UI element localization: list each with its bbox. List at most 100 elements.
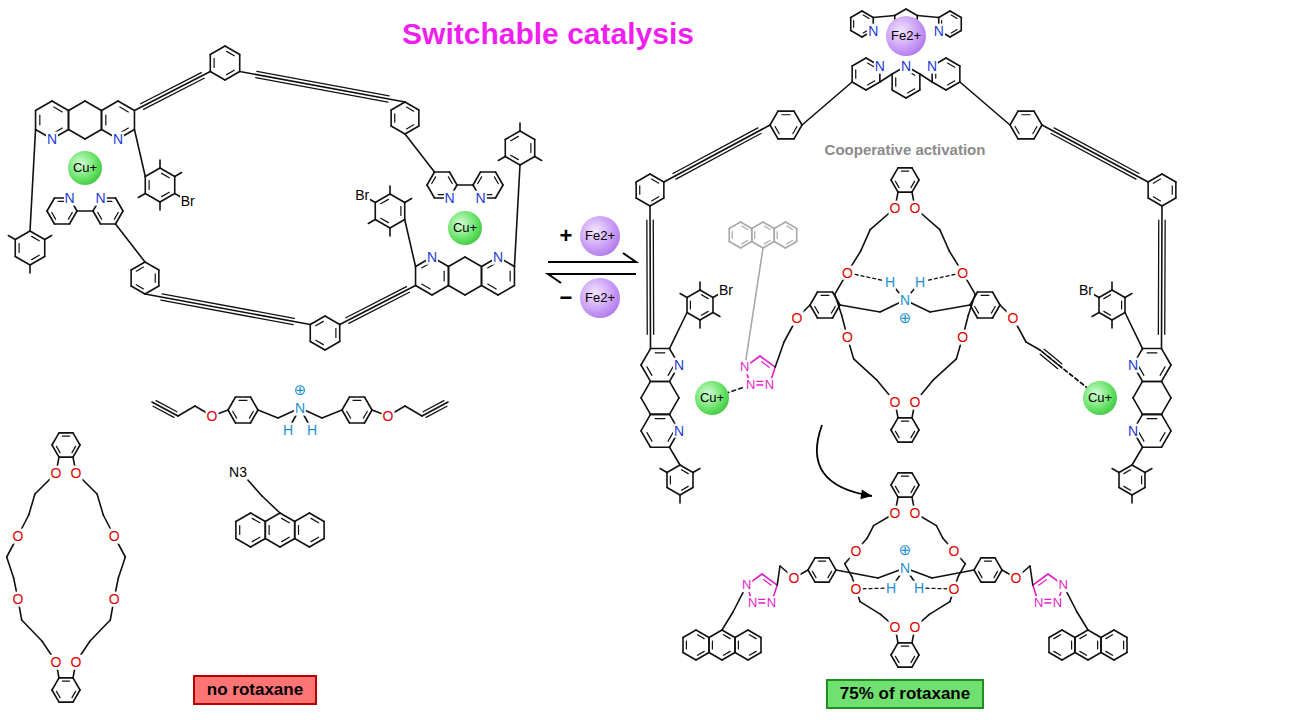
bond-line (59, 456, 73, 458)
bond-line (692, 473, 694, 488)
bond-line (247, 479, 262, 496)
bond-line (786, 222, 797, 229)
bond-line (282, 537, 290, 541)
bond-line (1147, 182, 1149, 198)
bond-line (764, 226, 770, 229)
bond-line (749, 651, 756, 655)
atom-label: N (94, 191, 106, 206)
bond-line (1106, 651, 1113, 655)
bond-line (282, 518, 290, 522)
bond-line (280, 539, 295, 548)
bond-line (257, 71, 389, 95)
charge-label: ⊕ (898, 542, 913, 558)
bond-line (375, 194, 390, 203)
atom-label: N (739, 360, 750, 374)
atom-label: N (673, 423, 685, 438)
bond-line (1111, 282, 1113, 290)
atom-label: O (948, 544, 961, 559)
bond-line (116, 211, 124, 224)
bond-line (280, 513, 295, 522)
bond-line (131, 262, 145, 270)
bond-line (309, 539, 324, 548)
bond-line (891, 418, 898, 430)
atom-label: N (900, 59, 912, 74)
copper-ion: Cu+ (695, 381, 729, 415)
bond-line (1049, 630, 1062, 638)
bond-line (52, 690, 59, 702)
bond-line (647, 367, 652, 376)
bond-line (134, 130, 145, 177)
bond-line (1039, 580, 1047, 586)
bond-line (741, 242, 752, 249)
bond-line (178, 406, 195, 416)
bond-line (101, 111, 103, 130)
bond-line (991, 306, 995, 313)
bond-line (1125, 294, 1132, 298)
bond-line (696, 653, 709, 661)
bond-line (701, 295, 708, 299)
bond-line (699, 320, 701, 328)
bond-line (52, 433, 59, 445)
bond-line (449, 286, 465, 296)
bond-line (868, 81, 875, 85)
bond-line (687, 290, 700, 298)
bond-line (808, 570, 815, 582)
dashed-bond (929, 274, 955, 280)
bond-line (708, 638, 710, 653)
atom-label: O (948, 582, 961, 597)
bond-line (1119, 465, 1132, 473)
bond-line (723, 635, 730, 639)
atom-label: N (492, 250, 504, 265)
bond-line (1124, 470, 1131, 474)
bond-line (901, 645, 908, 646)
bond-line (815, 557, 829, 559)
bond-line (323, 522, 325, 539)
bond-line (1175, 182, 1177, 198)
bond-line (405, 134, 435, 172)
bond-line (32, 236, 40, 240)
bond-line (818, 560, 825, 561)
bond-line (1088, 653, 1101, 661)
bond-line (860, 602, 881, 615)
bond-line (59, 677, 73, 679)
bond-line (641, 431, 651, 447)
bond-line (981, 557, 995, 559)
bond-line (1139, 367, 1144, 376)
bond-line (993, 305, 1001, 318)
bond-line (958, 564, 965, 577)
bond-line (144, 177, 146, 194)
bond-line (701, 311, 708, 315)
bond-line (939, 11, 950, 18)
bond-line (534, 140, 536, 157)
bond-line (752, 222, 763, 229)
atom-label: N (673, 358, 685, 373)
bond-line (930, 305, 970, 312)
bond-line (709, 630, 722, 638)
bond-line (404, 203, 406, 220)
bond-line (895, 181, 899, 187)
bond-line (405, 126, 419, 134)
bond-line (1160, 433, 1165, 442)
bond-line (762, 574, 777, 585)
bond-line (239, 55, 241, 72)
bond-line (912, 485, 919, 497)
bond-line (1162, 198, 1176, 206)
bond-line (145, 168, 160, 177)
bond-line (236, 422, 251, 424)
bond-line (1145, 469, 1152, 473)
bond-line (394, 114, 395, 122)
bond-line (1162, 381, 1172, 397)
bond-line (708, 638, 710, 653)
atom-label: N (112, 132, 124, 147)
bond-line (908, 89, 915, 93)
atom-label: N (1127, 358, 1139, 373)
bond-line (984, 560, 991, 561)
bond-line (72, 691, 76, 697)
bond-line (639, 186, 640, 194)
bond-line (448, 267, 450, 286)
atom-label: H (282, 423, 294, 438)
reagent-sign: + (559, 224, 574, 247)
bond-line (709, 653, 722, 661)
atom-label: O (108, 529, 121, 544)
